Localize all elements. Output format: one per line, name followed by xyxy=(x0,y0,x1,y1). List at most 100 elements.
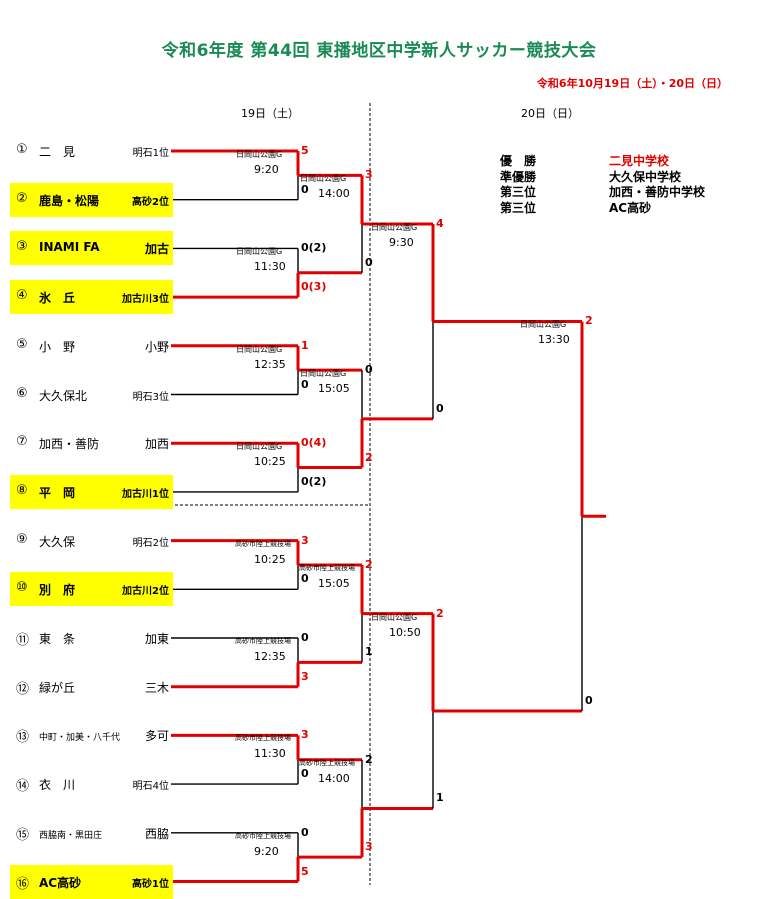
result-value: 二見中学校 xyxy=(609,154,670,168)
round1-score-top: 0 xyxy=(301,631,309,644)
semifinal-venue: 日岡山公園G xyxy=(371,223,418,233)
team-rank: 小野 xyxy=(144,339,169,354)
tournament-dates: 令和6年10月19日（土）・20日（日） xyxy=(536,77,728,90)
round1-score-bottom: 0 xyxy=(301,572,309,586)
team-rank: 高砂1位 xyxy=(132,878,169,890)
team-number: ① xyxy=(16,142,28,157)
team-rank: 明石2位 xyxy=(132,537,169,549)
team-entry: ⑫ 緑が丘 三木 xyxy=(10,670,173,704)
round1-venue: 日岡山公園G xyxy=(236,150,283,159)
result-row: 優 勝 二見中学校 xyxy=(500,152,730,168)
team-rank: 三木 xyxy=(144,680,169,695)
round1-time: 10:25 xyxy=(254,552,286,566)
round1-score-bottom: 0(2) xyxy=(301,474,327,488)
result-value: AC高砂 xyxy=(609,200,652,215)
team-name: 緑が丘 xyxy=(39,680,76,695)
team-entry: ⑦ 加西・善防 加西 xyxy=(10,426,173,460)
round1-time: 12:35 xyxy=(254,357,286,371)
team-rank: 高砂2位 xyxy=(132,196,169,208)
team-rank: 加古川3位 xyxy=(122,294,169,306)
semifinal-time: 10:50 xyxy=(389,625,421,639)
round2-time: 15:05 xyxy=(318,576,350,590)
round2-score-bottom: 3 xyxy=(365,840,373,854)
round1-score-bottom: 3 xyxy=(301,669,309,683)
team-entry: ⑤ 小 野 小野 xyxy=(10,329,173,363)
team-name: 東 条 xyxy=(39,632,76,646)
semifinal-score-top: 4 xyxy=(436,217,444,231)
round2-score-bottom: 2 xyxy=(365,450,373,464)
team-number: ② xyxy=(16,190,28,206)
round2-score-top: 0 xyxy=(365,363,373,377)
team-name: 加西・善防 xyxy=(39,437,100,452)
team-number: ⑦ xyxy=(16,434,28,450)
round2-score-top: 2 xyxy=(365,557,373,571)
day2-header: 20日（日） xyxy=(521,107,579,120)
semifinal-score-top: 2 xyxy=(436,606,444,620)
team-number: ⑪ xyxy=(16,633,30,648)
round1-score-bottom: 0 xyxy=(301,182,309,196)
round1-score-bottom: 0 xyxy=(301,767,309,781)
round2-score-top: 3 xyxy=(365,168,373,182)
team-name: 中町・加美・八千代 xyxy=(39,733,121,744)
round2-venue: 高砂市陸上競技場 xyxy=(299,563,355,572)
team-rank: 西脇 xyxy=(144,826,169,841)
result-label: 第三位 xyxy=(500,185,537,199)
semifinal-venue: 日岡山公園G xyxy=(371,612,418,622)
team-name: 二 見 xyxy=(39,145,76,159)
round2-score-bottom: 1 xyxy=(365,645,373,659)
team-name: 別 府 xyxy=(39,583,76,598)
round1-venue: 高砂市陸上競技場 xyxy=(235,831,291,840)
team-rank: 加古 xyxy=(144,242,169,257)
round1-venue: 日岡山公園G xyxy=(236,344,283,354)
round1-score-bottom: 5 xyxy=(301,864,309,878)
team-name: 平 岡 xyxy=(39,485,76,500)
team-name: 小 野 xyxy=(39,339,76,354)
semifinal-time: 9:30 xyxy=(389,236,414,250)
team-number: ⑤ xyxy=(16,336,28,352)
round1-venue: 高砂市陸上競技場 xyxy=(235,539,291,548)
final-time: 13:30 xyxy=(538,333,570,347)
team-rank: 明石3位 xyxy=(132,391,169,403)
round2-score-bottom: 0 xyxy=(365,255,373,269)
team-entry: ② 鹿島・松陽 高砂2位 xyxy=(10,182,173,217)
day1-header: 19日（土） xyxy=(241,107,299,120)
round1-venue: 日岡山公園G xyxy=(236,442,283,452)
team-rank: 明石4位 xyxy=(132,781,169,793)
result-row: 第三位加西・善防中学校 xyxy=(500,183,730,199)
round1-time: 11:30 xyxy=(254,260,286,274)
round1-score-top: 0 xyxy=(301,825,309,839)
team-rank: 加古川1位 xyxy=(122,488,169,500)
round1-time: 12:35 xyxy=(254,650,286,663)
page-title: 令和6年度 第44回 東播地区中学新人サッカー競技大会 xyxy=(161,41,597,61)
team-name: 西脇南・黒田庄 xyxy=(39,830,103,841)
result-label: 優 勝 xyxy=(500,154,537,168)
team-number: ⑥ xyxy=(16,385,28,401)
team-name: INAMI FA xyxy=(39,240,100,255)
team-name: 衣 川 xyxy=(39,778,76,793)
team-rank: 加西 xyxy=(144,437,169,452)
team-name: 大久保北 xyxy=(39,388,88,403)
team-name: 大久保 xyxy=(39,534,76,549)
team-number: ⑫ xyxy=(16,681,30,697)
team-rank: 加東 xyxy=(144,632,169,646)
team-rank: 加古川2位 xyxy=(122,586,169,598)
team-rank: 多可 xyxy=(144,729,169,744)
team-name: 鹿島・松陽 xyxy=(39,193,100,208)
round2-time: 14:00 xyxy=(318,187,350,201)
round1-score-top: 3 xyxy=(301,533,309,547)
round1-score-top: 0(4) xyxy=(301,436,327,450)
round1-score-bottom: 0 xyxy=(301,377,309,391)
final-venue: 日岡山公園G xyxy=(520,320,567,330)
round1-time: 10:25 xyxy=(254,455,286,469)
